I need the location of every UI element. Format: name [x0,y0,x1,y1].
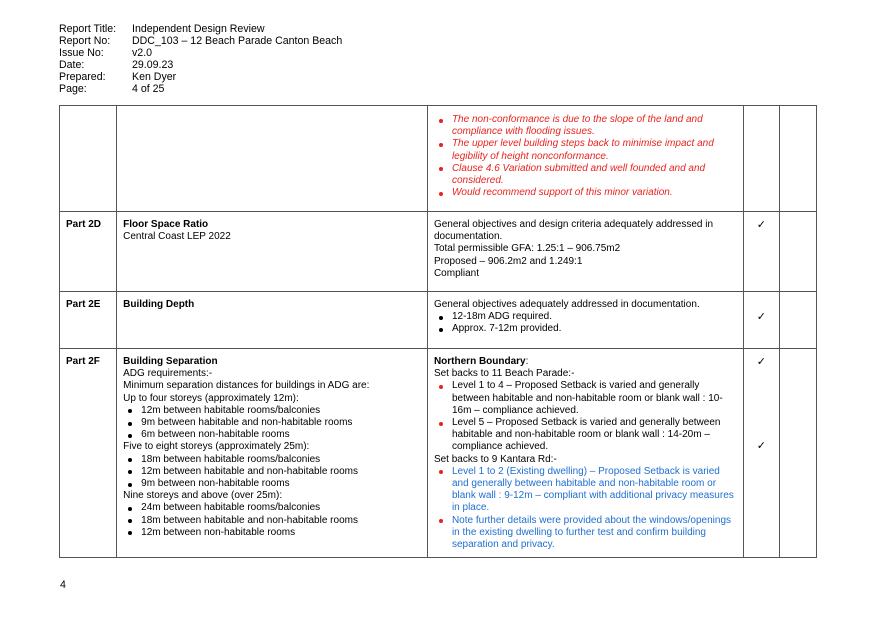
header-value: v2.0 [132,47,153,59]
list-item: 24m between habitable rooms/balconies [123,502,421,514]
group-title: Five to eight storeys (approximately 25m… [123,441,310,453]
comment-cell: The non-conformance is due to the slope … [426,105,744,212]
list-item: 12m between habitable rooms/balconies [123,405,421,417]
comment-line: General objectives and design criteria a… [433,219,714,243]
group-1-list: 12m between habitable rooms/balconies 9m… [123,405,421,442]
section-title: Floor Space Ratio [123,219,209,230]
table-row-part-2e: Part 2E Building Depth General objective… [58,291,818,349]
list-item: Level 1 to 4 – Proposed Setback is varie… [434,380,737,417]
header-label: Report No: [59,35,111,47]
list-item: 9m between habitable and non-habitable r… [123,417,421,429]
comment-line: Proposed – 906.2m2 and 1.249:1 [433,255,583,267]
list-item: Level 5 – Proposed Setback is varied and… [434,417,737,454]
list-item: Clause 4.6 Variation submitted and well … [434,163,737,187]
header-value: 29.09.23 [132,59,174,71]
northern-boundary-heading: Northern Boundary: [433,356,529,367]
header-label: Report Title: [59,23,117,35]
section-title: Building Separation [123,356,218,367]
check-mark-icon: ✓ [756,311,766,323]
part-label: Part 2F [66,356,100,367]
list-item: Would recommend support of this minor va… [434,187,737,199]
tick-cell [742,105,780,212]
comment-line: Compliant [433,267,479,279]
list-item: 12m between non-habitable rooms [123,527,421,539]
section-subtitle: Central Coast LEP 2022 [123,231,231,243]
header-row-issue: Issue No: v2.0 [59,47,342,59]
header-value: Ken Dyer [132,71,177,83]
part-label: Part 2E [66,299,101,310]
depth-bullets: 12-18m ADG required. Approx. 7-12m provi… [434,311,737,335]
list-item: Note further details were provided about… [434,515,737,552]
header-value: Independent Design Review [132,23,265,35]
group-title: Up to four storeys (approximately 12m): [123,392,299,404]
part-label: Part 2D [66,219,102,230]
comment-line: Total permissible GFA: 1.25:1 – 906.75m2 [433,243,621,255]
header-row-prepared: Prepared: Ken Dyer [59,71,342,83]
check-mark-icon: ✓ [756,440,766,453]
group-3-list: 24m between habitable rooms/balconies 18… [123,502,421,539]
header-value: DDC_103 – 12 Beach Parade Canton Beach [132,35,343,47]
header-row-date: Date: 29.09.23 [59,59,342,71]
header-row-page: Page: 4 of 25 [59,83,342,95]
page-number: 4 [60,579,66,591]
list-item: Level 1 to 2 (Existing dwelling) – Propo… [434,466,737,515]
review-table: The non-conformance is due to the slope … [58,105,818,559]
comment-line: General objectives adequately addressed … [433,299,700,310]
setback-heading: Set backs to 11 Beach Parade:- [433,368,575,380]
header-label: Prepared: [59,71,106,83]
beach-parade-list: Level 1 to 4 – Proposed Setback is varie… [434,380,737,453]
header-label: Page: [59,83,87,95]
group-2-list: 18m between habitable rooms/balconies 12… [123,454,421,491]
group-title: Nine storeys and above (over 25m): [123,490,283,502]
table-row-part-2d: Part 2D Floor Space Ratio Central Coast … [58,211,818,292]
list-item: 9m between non-habitable rooms [123,478,421,490]
header-value: 4 of 25 [132,83,165,95]
requirement-cell [116,105,428,212]
list-item: Approx. 7-12m provided. [434,323,737,335]
list-item: 12-18m ADG required. [434,311,737,323]
extra-cell [778,105,818,212]
table-row-part-2f: Part 2F Building Separation ADG requirem… [58,347,818,559]
list-item: The non-conformance is due to the slope … [434,114,737,138]
list-item: 12m between habitable and non-habitable … [123,466,421,478]
header-label: Issue No: [59,47,104,59]
header-label: Date: [59,59,85,71]
check-mark-icon: ✓ [756,219,766,231]
list-item: 18m between habitable rooms/balconies [123,454,421,466]
section-title: Building Depth [123,299,195,310]
kantara-list: Level 1 to 2 (Existing dwelling) – Propo… [434,466,737,551]
header-row-title: Report Title: Independent Design Review [59,23,342,35]
list-item: 18m between habitable and non-habitable … [123,515,421,527]
requirement-line: ADG requirements:- [123,368,213,380]
check-mark-icon: ✓ [756,356,766,368]
list-item: 6m between non-habitable rooms [123,429,421,441]
part-cell [58,105,118,212]
continued-notes-list: The non-conformance is due to the slope … [434,114,737,199]
setback-heading: Set backs to 9 Kantara Rd:- [433,453,557,465]
list-item: The upper level building steps back to m… [434,138,737,162]
table-row-continued: The non-conformance is due to the slope … [58,105,818,212]
report-header: Report Title: Independent Design Review … [59,23,342,95]
header-row-report-no: Report No: DDC_103 – 12 Beach Parade Can… [59,35,342,47]
requirement-line: Minimum separation distances for buildin… [123,380,370,392]
